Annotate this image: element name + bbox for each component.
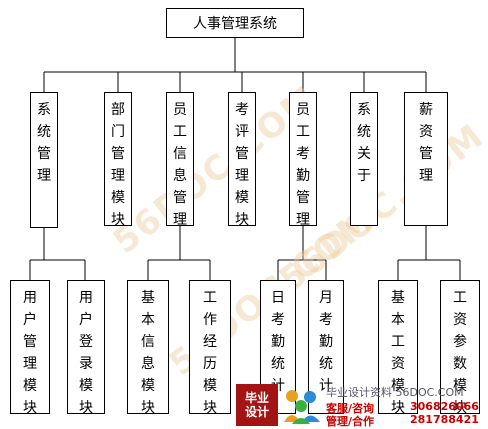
- module-label: 系统关于: [357, 102, 371, 184]
- ad-contact-number[interactable]: 306826066: [410, 400, 479, 413]
- submodule-node: 基本信息模块: [127, 280, 169, 416]
- module-node: 员工考勤管理: [289, 92, 317, 228]
- ad-cooperate-number[interactable]: 281788421: [410, 413, 479, 426]
- submodule-label: 月考勤统计: [319, 290, 333, 394]
- submodule-label: 用户登录模块: [79, 290, 93, 416]
- module-node: 系统关于: [350, 92, 378, 226]
- submodule-node: 工资参数模块: [440, 280, 480, 416]
- module-label: 部门管理模块: [111, 102, 125, 228]
- submodule-node: 工作经历模块: [189, 280, 231, 416]
- module-label: 考评管理模块: [235, 102, 249, 228]
- submodule-label: 基本工资模块: [391, 290, 405, 416]
- module-label: 员工考勤管理: [296, 102, 310, 228]
- submodule-node: 基本工资模块: [378, 280, 418, 416]
- ad-logo-line: 设计: [244, 405, 269, 419]
- module-label: 薪资管理: [419, 102, 433, 184]
- module-node: 薪资管理: [404, 92, 448, 226]
- submodule-node: 月考勤统计: [308, 280, 344, 414]
- ad-logo: 毕业 设计: [236, 384, 278, 426]
- root-node: 人事管理系统: [166, 8, 304, 38]
- submodule-label: 工资参数模块: [453, 290, 467, 416]
- submodule-label: 用户管理模块: [23, 290, 37, 416]
- people-icon: [284, 390, 320, 424]
- submodule-label: 基本信息模块: [141, 290, 155, 416]
- ad-banner[interactable]: 毕业 设计 毕业设计资料 56DOC.COM 客服/咨询 306826066 管…: [236, 382, 488, 428]
- ad-contact-label: 客服/咨询: [326, 402, 375, 415]
- module-node: 员工信息管理: [166, 92, 194, 228]
- ad-site: 毕业设计资料 56DOC.COM: [326, 386, 464, 399]
- module-label: 系统管理: [37, 102, 51, 184]
- submodule-label: 工作经历模块: [203, 290, 217, 416]
- submodule-node: 日考勤统计: [260, 280, 296, 414]
- module-node: 系统管理: [30, 92, 58, 228]
- submodule-node: 用户管理模块: [10, 280, 50, 416]
- ad-logo-line: 毕业: [244, 391, 269, 405]
- submodule-label: 日考勤统计: [271, 290, 285, 394]
- ad-cooperate-label: 管理/合作: [326, 415, 375, 428]
- module-node: 考评管理模块: [228, 92, 256, 228]
- module-node: 部门管理模块: [104, 92, 132, 228]
- module-label: 员工信息管理: [173, 102, 187, 228]
- submodule-node: 用户登录模块: [67, 280, 105, 416]
